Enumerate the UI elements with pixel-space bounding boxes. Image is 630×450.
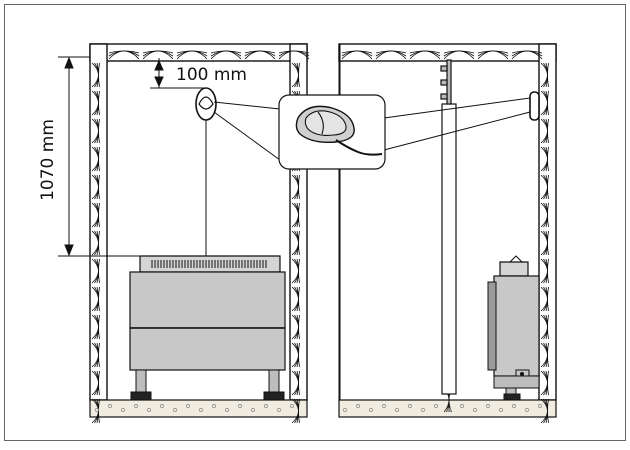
outer-frame — [4, 4, 626, 441]
sauna-heater — [129, 255, 286, 401]
dimension-top-offset — [150, 58, 206, 89]
sensor-magnified-icon — [295, 105, 383, 159]
right-room — [338, 43, 557, 424]
dimension-vertical-label: 1070 mm — [38, 119, 58, 201]
left-floor — [89, 399, 308, 418]
temperature-sensor-side-icon — [529, 91, 540, 121]
sauna-heater-side — [487, 255, 540, 401]
floor-gravel — [95, 404, 294, 412]
temperature-sensor-icon — [195, 87, 217, 121]
dimension-vertical — [58, 56, 140, 257]
dimension-top-offset-label: 100 mm — [176, 65, 247, 85]
bench-post — [441, 103, 457, 395]
floor-gravel — [343, 404, 542, 412]
sensor-callout — [213, 94, 531, 170]
left-room: 1070 mm 100 mm — [38, 43, 310, 424]
bench-support-rod — [440, 59, 452, 105]
wall-wood-pattern — [91, 50, 310, 424]
wall-wood-pattern — [341, 50, 549, 424]
